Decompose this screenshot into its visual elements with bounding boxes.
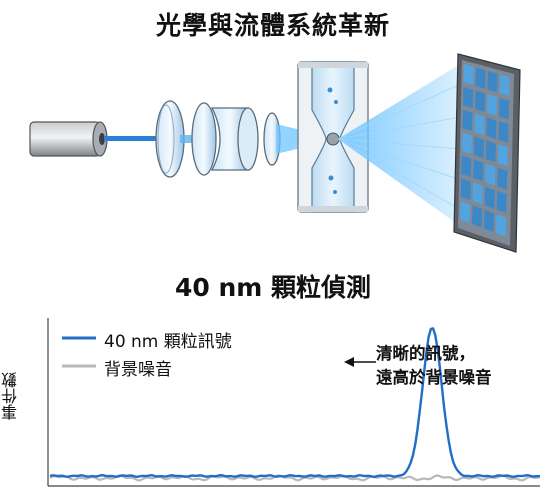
- detector-cell: [497, 144, 508, 167]
- detector-cell: [472, 205, 483, 228]
- detector-cell: [462, 86, 474, 109]
- detector-cell: [472, 182, 483, 205]
- annotation-line-2: 遠高於背景噪音: [376, 368, 492, 387]
- detector-cell: [473, 159, 484, 182]
- detector-cell: [484, 186, 495, 209]
- detector-cell: [496, 190, 507, 214]
- detection-title: 40 nm 顆粒偵測: [174, 273, 372, 302]
- detector-cell: [485, 140, 496, 163]
- detector-cell: [486, 94, 498, 116]
- detector-cell: [486, 117, 497, 139]
- detector-cell: [484, 209, 495, 232]
- detector-cell: [487, 71, 498, 93]
- series-noise-line: [49, 474, 541, 482]
- detector-cell: [498, 121, 509, 143]
- signal-chart: [47, 318, 541, 487]
- legend-label-signal: 40 nm 顆粒訊號: [104, 332, 232, 352]
- detector-array: [453, 53, 521, 253]
- detector-cell: [461, 155, 472, 178]
- detector-cell: [460, 201, 471, 224]
- detector-cell: [497, 167, 508, 190]
- detector-cell: [461, 132, 472, 155]
- scattered-light: [338, 58, 480, 240]
- laser-beam: [104, 136, 164, 141]
- detector-cell: [485, 163, 496, 186]
- detector-cell: [498, 97, 510, 120]
- series-signal-line: [49, 327, 541, 479]
- detector-cell: [499, 74, 510, 97]
- y-axis-label: 事件數: [1, 372, 20, 420]
- detector-cell: [474, 90, 486, 112]
- annotation-arrowhead: [344, 357, 354, 367]
- detector-cell: [475, 67, 486, 89]
- lens-1: [155, 100, 185, 178]
- annotation-text: 清晰的訊號， 遠高於背景噪音: [376, 342, 546, 390]
- detector-cell: [473, 136, 484, 159]
- annotation-line-1: 清晰的訊號，: [376, 344, 475, 363]
- lens-group-2: [191, 102, 259, 176]
- detector-cell: [460, 178, 471, 201]
- legend-label-noise: 背景噪音: [104, 360, 172, 380]
- detector-cell: [463, 64, 474, 86]
- detector-cell: [496, 214, 507, 237]
- optical-system-diagram: [29, 53, 521, 253]
- main-title: 光學與流體系統革新: [155, 11, 390, 40]
- detector-cell: [474, 113, 485, 136]
- laser-source: [29, 121, 108, 157]
- detector-cell: [462, 109, 473, 132]
